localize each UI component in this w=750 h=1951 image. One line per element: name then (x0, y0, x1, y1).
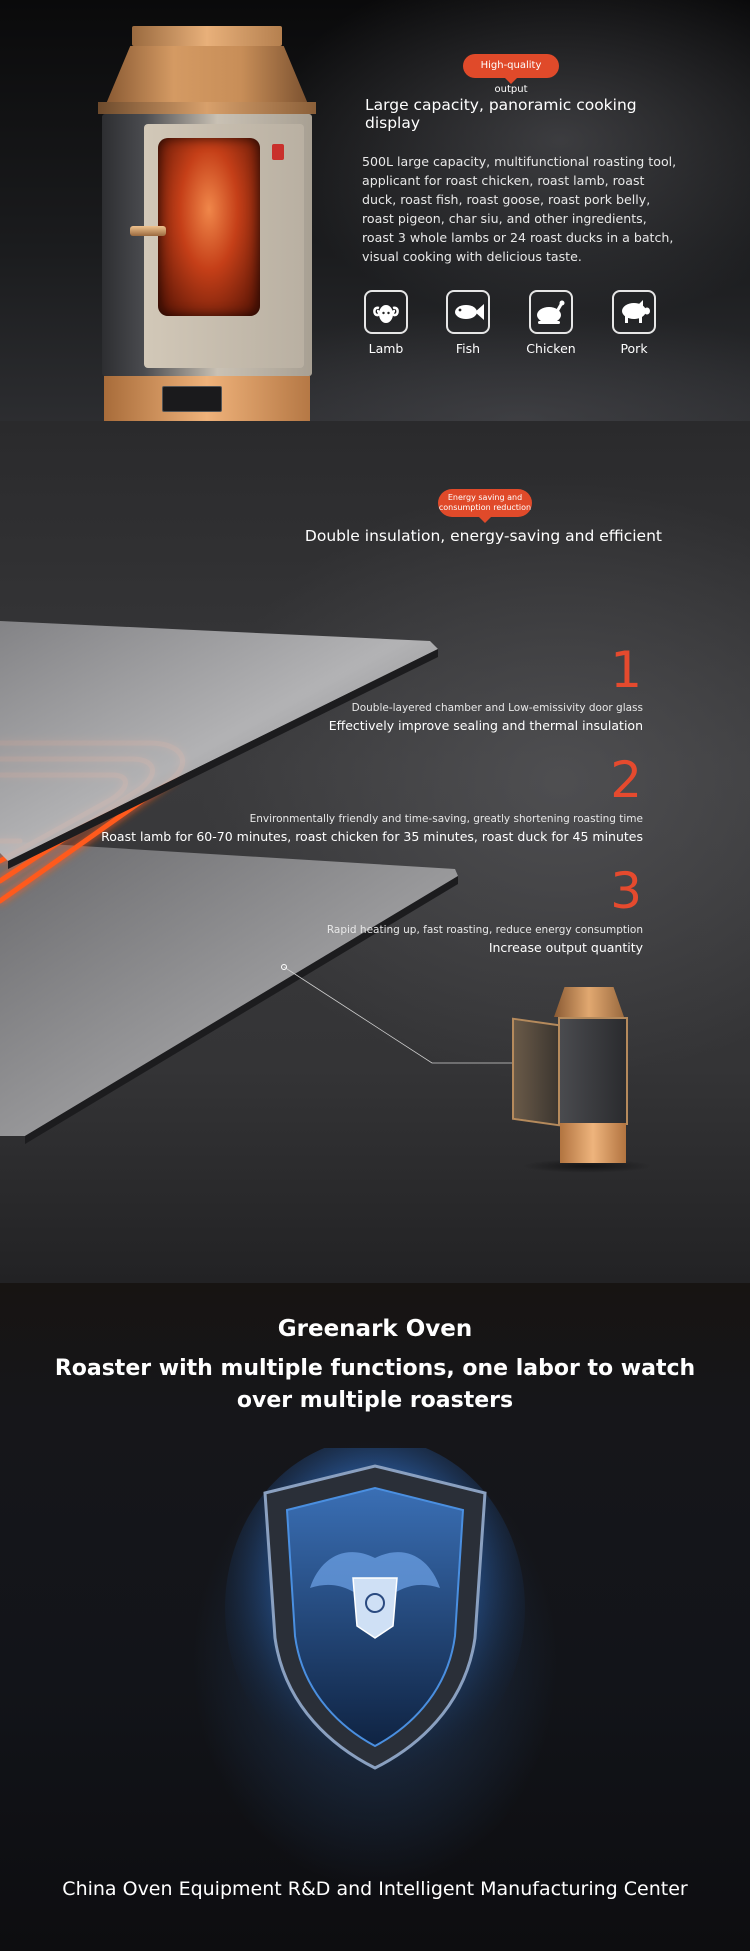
feature-number: 1 (610, 641, 642, 699)
ingredient-chicken: Chicken (525, 290, 577, 356)
oven-roof (554, 987, 624, 1017)
chicken-icon (529, 290, 573, 334)
feature-number: 3 (610, 862, 642, 920)
oven-handle (130, 226, 166, 236)
oven-window-glowing (158, 138, 260, 316)
bottom-layer (0, 841, 458, 1136)
ingredient-label: Pork (620, 341, 648, 356)
ingredient-label: Chicken (526, 341, 576, 356)
feature-title: Roast lamb for 60-70 minutes, roast chic… (101, 829, 643, 844)
top-layer (0, 621, 438, 861)
high-quality-badge: High-quality output (463, 54, 559, 95)
feature-number: 2 (610, 751, 642, 809)
oven-open-door-image (512, 987, 652, 1207)
energy-saving-badge: Energy saving and consumption reduction (438, 489, 532, 523)
oven-roof-trim (98, 102, 316, 114)
section-capacity: High-quality output Large capacity, pano… (0, 0, 750, 421)
badge-text: High-quality output (480, 60, 542, 95)
oven-body (558, 1017, 628, 1125)
oven-open-door (512, 1017, 560, 1127)
ingredient-label: Fish (455, 341, 481, 356)
section-insulation (0, 421, 750, 1283)
oven-roof (106, 46, 308, 104)
bottom-layer-edge (25, 876, 458, 1144)
oven-base (560, 1123, 626, 1163)
footer-text: China Oven Equipment R&D and Intelligent… (62, 1878, 688, 1900)
brand-tagline: Roaster with multiple functions, one lab… (54, 1356, 696, 1413)
feature-title: Effectively improve sealing and thermal … (328, 718, 643, 733)
ingredient-lamb: Lamb (360, 290, 412, 356)
oven-roof-top (132, 26, 282, 46)
callout-dot-start (281, 964, 287, 970)
oven-control-panel (162, 386, 222, 412)
feature-subtitle: Double-layered chamber and Low-emissivit… (351, 702, 643, 714)
ram-icon (364, 290, 408, 334)
section-brand: Greenark Oven Roaster with multiple func… (0, 1283, 750, 1951)
top-layer-edge (8, 649, 438, 869)
oven-logo-icon (272, 144, 284, 160)
ingredient-fish: Fish (442, 290, 494, 356)
section1-heading: Large capacity, panoramic cooking displa… (365, 96, 637, 132)
section1-description: 500L large capacity, multifunctional roa… (362, 154, 677, 264)
ingredient-label: Lamb (368, 341, 404, 356)
feature-subtitle: Environmentally friendly and time-saving… (249, 813, 643, 825)
badge-line-1: Energy saving and (447, 493, 523, 502)
ingredient-pork: Pork (608, 290, 660, 356)
feature-subtitle: Rapid heating up, fast roasting, reduce … (326, 924, 643, 936)
insulation-layers-illustration (0, 621, 556, 1144)
feature-title: Increase output quantity (488, 940, 643, 955)
fish-icon (446, 290, 490, 334)
shield-icon (225, 1438, 525, 1788)
section2-heading: Double insulation, energy-saving and eff… (304, 527, 662, 545)
badge-line-2: consumption reduction (438, 503, 532, 512)
oven-product-image (92, 26, 322, 421)
brand-title: Greenark Oven (277, 1316, 473, 1342)
pig-icon (612, 290, 656, 334)
